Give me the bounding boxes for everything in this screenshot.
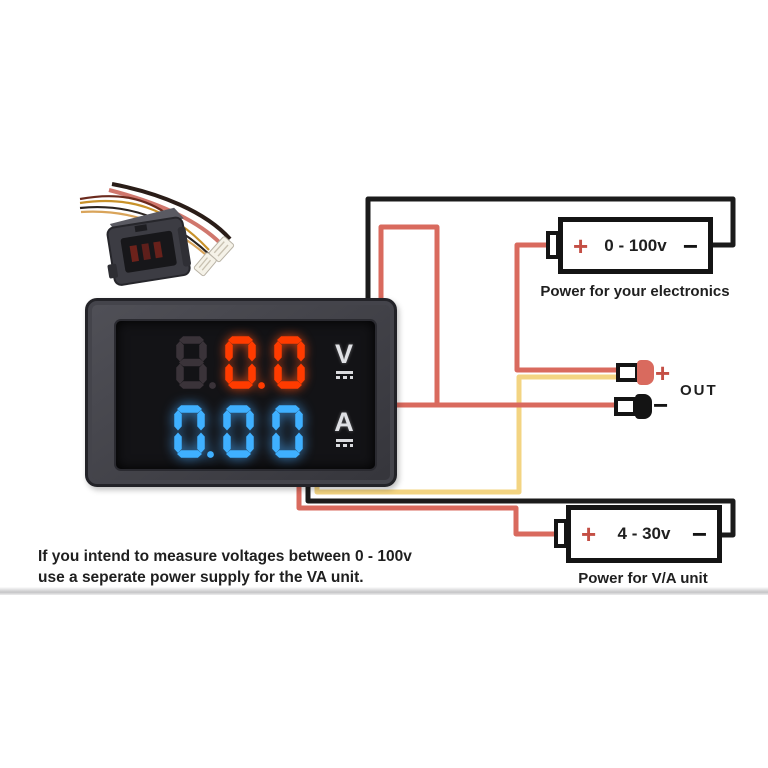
note-line-1: If you intend to measure voltages betwee… — [38, 548, 412, 565]
volt-unit: V — [332, 341, 356, 379]
volt-display — [176, 336, 316, 392]
out-plus-cap — [637, 360, 654, 385]
photo-connector-1 — [208, 236, 235, 263]
wire-red-top-battery-to-out-plus — [514, 242, 616, 373]
wire-black-meter-to-top-battery — [365, 196, 736, 310]
photo-wire-yellow — [79, 199, 210, 251]
amp-unit-letter: A — [334, 407, 354, 437]
module-photo — [79, 182, 235, 286]
wire-red-meter-to-bottom-battery-plus — [296, 468, 558, 537]
photo-wire-black — [111, 182, 232, 241]
battery-top: + 0 - 100v − — [558, 217, 713, 274]
out-minus-terminal — [614, 397, 637, 416]
battery-bottom-terminal-nub — [554, 519, 568, 548]
out-plus-terminal — [616, 363, 639, 382]
volt-unit-letter: V — [334, 339, 353, 369]
battery-bottom-caption: Power for V/A unit — [578, 570, 708, 587]
out-minus-cap — [635, 394, 652, 419]
dc-symbol-dashed — [335, 444, 353, 447]
battery-top-range: 0 - 100v — [604, 235, 667, 255]
dc-symbol-solid — [335, 439, 353, 442]
dc-symbol-dashed — [335, 376, 353, 379]
out-plus-sign: + — [655, 358, 671, 388]
meter-display-window: V A — [116, 321, 375, 469]
battery-bottom: + 4 - 30v − — [566, 505, 722, 563]
volt-amp-meter: V A — [85, 298, 397, 487]
amp-display — [174, 405, 314, 461]
battery-top-terminal-nub — [546, 231, 560, 259]
battery-top-caption: Power for your electronics — [540, 283, 730, 300]
photo-connector-2 — [193, 252, 217, 277]
bottom-divider-band — [0, 587, 768, 595]
battery-bottom-range: 4 - 30v — [617, 524, 671, 543]
note-line-2: use a seperate power supply for the VA u… — [38, 569, 364, 586]
wire-red-meter-top-loop — [378, 224, 440, 405]
dc-symbol-solid — [335, 371, 353, 374]
amp-unit: A — [332, 409, 356, 447]
photo-module — [106, 207, 191, 286]
wire-black-meter-to-bottom-battery — [305, 468, 736, 538]
out-minus-sign: − — [653, 390, 669, 420]
out-label: OUT — [680, 382, 718, 399]
